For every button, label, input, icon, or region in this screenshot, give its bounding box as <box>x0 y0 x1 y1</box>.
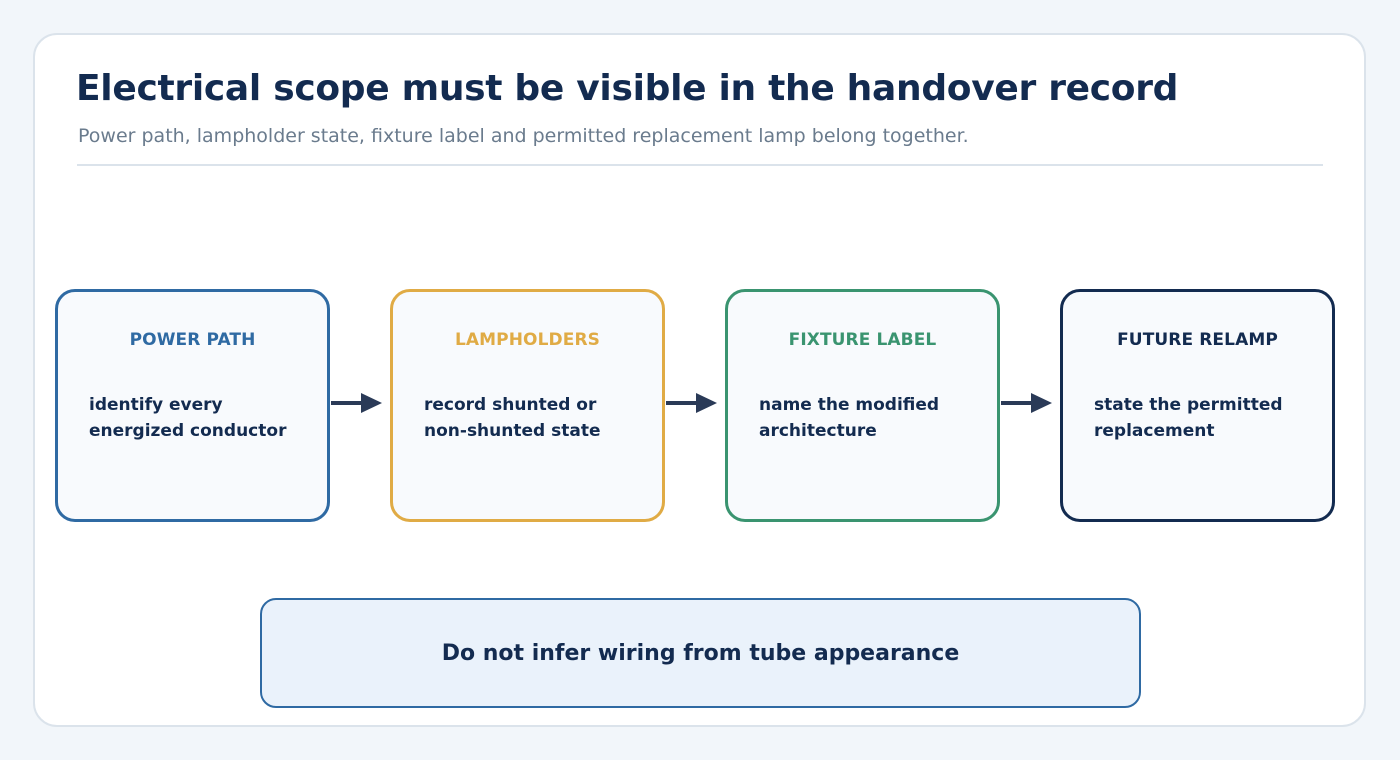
step-future-relamp-title: FUTURE RELAMP <box>1117 330 1278 350</box>
step-future-relamp: FUTURE RELAMP state the permitted replac… <box>1060 289 1335 522</box>
step-future-relamp-description: state the permitted replacement <box>1094 395 1283 441</box>
step-power-path-title: POWER PATH <box>129 330 256 350</box>
step-lampholders-description: record shunted or non-shunted state <box>424 395 601 441</box>
step-fixture-label: FIXTURE LABEL name the modified architec… <box>725 289 1000 522</box>
page-title: Electrical scope must be visible in the … <box>76 68 1179 109</box>
step-power-path: POWER PATH identify every energized cond… <box>55 289 330 522</box>
step-fixture-label-description: name the modified architecture <box>759 395 940 441</box>
title-divider <box>77 164 1323 166</box>
step-power-path-description: identify every energized conductor <box>89 395 287 441</box>
arrow-right-icon <box>666 393 717 413</box>
arrow-right-icon <box>1001 393 1052 413</box>
warning-callout: Do not infer wiring from tube appearance <box>260 598 1141 708</box>
arrow-right-icon <box>331 393 382 413</box>
warning-callout-text: Do not infer wiring from tube appearance <box>441 640 960 666</box>
page-subtitle: Power path, lampholder state, fixture la… <box>78 125 969 147</box>
step-lampholders: LAMPHOLDERS record shunted or non-shunte… <box>390 289 665 522</box>
step-lampholders-title: LAMPHOLDERS <box>454 330 601 350</box>
step-fixture-label-title: FIXTURE LABEL <box>788 330 937 350</box>
